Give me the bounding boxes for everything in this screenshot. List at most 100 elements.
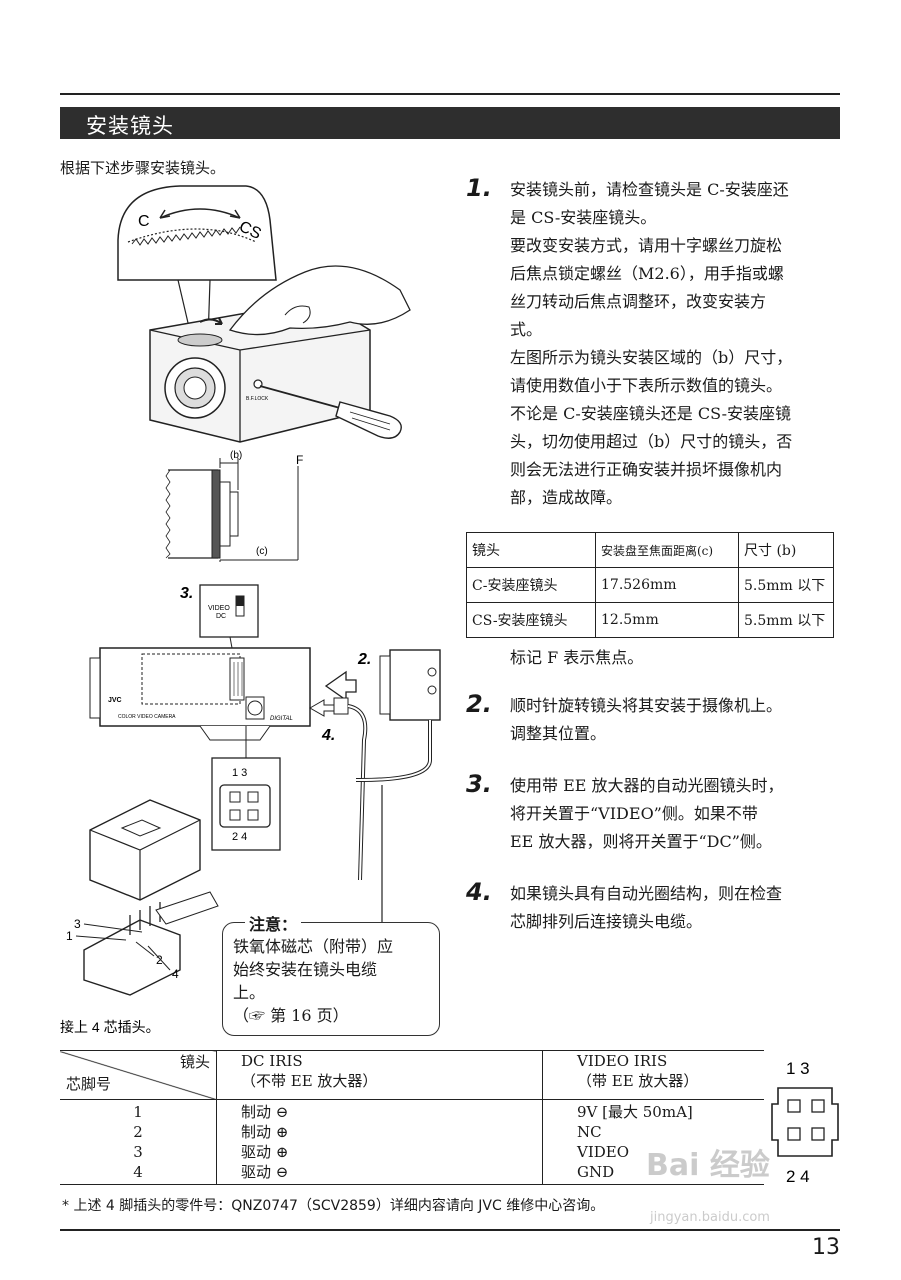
step-3-line: 将开关置于“VIDEO”侧。如果不带 xyxy=(510,804,758,823)
bf-lock-label: B.F.LOCK xyxy=(246,396,269,402)
label-step-3: 3. xyxy=(180,585,193,602)
corner-lens-label: 镜头 xyxy=(179,1053,210,1071)
step-4-number: 4. xyxy=(466,878,492,906)
step-2-text: 顺时针旋转镜头将其安装于摄像机上。 调整其位置。 xyxy=(510,692,850,748)
step-4: 4. xyxy=(466,878,492,906)
top-rule xyxy=(60,93,840,95)
table-row: C-安装座镜头 17.526mm 5.5mm 以下 xyxy=(466,567,834,603)
video-iris-column: 9V [最大 50mA] NC VIDEO GND xyxy=(543,1100,765,1185)
step-1-line: 是 CS-安装座镜头。 xyxy=(510,208,657,227)
caution-line: （☞ 第 16 页） xyxy=(233,1006,349,1025)
step-3-text: 使用带 EE 放大器的自动光圈镜头时， 将开关置于“VIDEO”侧。如果不带 E… xyxy=(510,772,850,856)
video-iris-value: VIDEO xyxy=(577,1143,630,1161)
caution-line: 始终安装在镜头电缆 xyxy=(233,960,378,979)
mount-c-label: C xyxy=(138,213,150,230)
plug-drawing: 1 2 3 4 xyxy=(66,799,219,996)
insert-arrow xyxy=(324,670,357,702)
step-4-line: 芯脚排列后连接镜头电缆。 xyxy=(510,912,703,931)
dim-c-label: (c) xyxy=(256,546,268,557)
mount-ring-callout: C CS xyxy=(117,185,277,281)
video-iris-subtitle: （带 EE 放大器） xyxy=(577,1072,699,1090)
step-4-line: 如果镜头具有自动光圈结构，则在检查 xyxy=(510,884,783,903)
step-1-line: 安装镜头前，请检查镜头是 C-安装座还 xyxy=(510,180,789,199)
step-1-number: 1. xyxy=(466,174,492,202)
step-1-line: 要改变安装方式，请用十字螺丝刀旋松 xyxy=(510,236,783,255)
caution-line: 铁氧体磁芯（附带）应 xyxy=(233,937,394,956)
footnote: * 上述 4 脚插头的零件号：QNZ0747（SCV2859）详细内容请向 JV… xyxy=(62,1198,605,1214)
camera-side-drawing: JVC COLOR VIDEO CAMERA DIGITAL xyxy=(89,647,311,741)
lens-drawing xyxy=(389,649,441,721)
step-2-line: 调整其位置。 xyxy=(510,724,607,743)
camera-front-drawing: B.F.LOCK xyxy=(149,265,411,443)
step-3: 3. xyxy=(466,770,492,798)
caution-note: 注意： 铁氧体磁芯（附带）应 始终安装在镜头电缆 上。 （☞ 第 16 页） xyxy=(222,911,440,1036)
caution-body: 铁氧体磁芯（附带）应 始终安装在镜头电缆 上。 （☞ 第 16 页） xyxy=(233,935,433,1027)
table-cell: CS-安装座镜头 xyxy=(466,602,596,638)
step-4-text: 如果镜头具有自动光圈结构，则在检查 芯脚排列后连接镜头电缆。 xyxy=(510,880,850,936)
step-3-number: 3. xyxy=(466,770,492,798)
pin-number: 1 xyxy=(133,1103,143,1121)
step-1-text: 安装镜头前，请检查镜头是 C-安装座还 是 CS-安装座镜头。 要改变安装方式，… xyxy=(510,176,850,512)
watermark-logo: Bai 经验 xyxy=(646,1148,770,1183)
step-1-line: 则会无法进行正确安装并损坏摄像机内 xyxy=(510,460,783,479)
step-2-line: 顺时针旋转镜头将其安装于摄像机上。 xyxy=(510,696,783,715)
table-header-cell: 镜头 xyxy=(466,532,596,568)
step-1-line: 不论是 C-安装座镜头还是 CS-安装座镜 xyxy=(510,404,792,423)
plug-pin-4: 4 xyxy=(172,967,179,981)
section-title-bar: 安装镜头 xyxy=(60,107,840,139)
iris-switch-callout xyxy=(199,584,259,638)
step-3-line: 使用带 EE 放大器的自动光圈镜头时， xyxy=(510,776,784,795)
table-header-cell: 尺寸 (b) xyxy=(738,532,834,568)
pin-diagram-top: 1 3 xyxy=(786,1059,810,1078)
pin-number: 4 xyxy=(133,1163,143,1181)
dc-iris-value: 驱动 ⊕ xyxy=(241,1143,289,1161)
pin-number-column: 1 2 3 4 xyxy=(60,1099,217,1185)
table-header-cell: 安装盘至焦面距离(c) xyxy=(595,532,739,568)
step-1-line: 左图所示为镜头安装区域的（b）尺寸， xyxy=(510,348,793,367)
step-1-line: 丝刀转动后焦点调整环，改变安装方 xyxy=(510,292,767,311)
pin-diagram-bottom: 2 4 xyxy=(786,1167,810,1186)
camera-text: COLOR VIDEO CAMERA xyxy=(118,714,176,720)
step-1-line: 式。 xyxy=(510,320,543,339)
table-row: CS-安装座镜头 12.5mm 5.5mm 以下 xyxy=(466,602,834,638)
installation-illustration: C CS B.F.LOCK (b) F xyxy=(60,185,441,1035)
pin-assignment-table: 镜头 芯脚号 DC IRIS （不带 EE 放大器） VIDEO IRIS （带… xyxy=(60,1050,764,1185)
pin-number: 3 xyxy=(133,1143,143,1161)
brand-label: JVC xyxy=(108,697,122,704)
step-1: 1. xyxy=(466,174,492,202)
dim-f-label: F xyxy=(296,453,303,467)
switch-video-label: VIDEO xyxy=(208,605,230,612)
intro-text: 根据下述步骤安装镜头。 xyxy=(60,159,226,177)
focus-distance-table: 镜头 安装盘至焦面距离(c) 尺寸 (b) C-安装座镜头 17.526mm 5… xyxy=(466,532,834,638)
video-iris-value: NC xyxy=(577,1123,602,1141)
video-iris-value: GND xyxy=(577,1163,615,1181)
dc-iris-column: 制动 ⊖ 制动 ⊕ 驱动 ⊕ 驱动 ⊖ xyxy=(216,1099,543,1185)
table-cell: 12.5mm xyxy=(595,602,739,638)
step-1-line: 请使用数值小于下表所示数值的镜头。 xyxy=(510,376,783,395)
plug-pin-2: 2 xyxy=(156,953,163,967)
pin-table-corner: 镜头 芯脚号 xyxy=(60,1050,217,1100)
page-number: 13 xyxy=(812,1235,840,1260)
digital-label: DIGITAL xyxy=(270,716,293,722)
section-title: 安装镜头 xyxy=(86,114,174,138)
step-2: 2. xyxy=(466,690,492,718)
flange-dimension-drawing: (b) F (c) xyxy=(165,450,303,562)
bottom-rule xyxy=(60,1229,840,1231)
dim-b-label: (b) xyxy=(230,450,242,461)
dc-iris-value: 制动 ⊕ xyxy=(241,1123,289,1141)
pin-table-body: 1 2 3 4 制动 ⊖ 制动 ⊕ 驱动 ⊕ 驱动 ⊖ 9V [最大 50mA]… xyxy=(60,1099,765,1185)
caution-title: 注意： xyxy=(245,911,302,935)
dc-iris-value: 制动 ⊖ xyxy=(241,1103,289,1121)
step-1-line: 后焦点锁定螺丝（M2.6），用手指或螺 xyxy=(510,264,784,283)
video-iris-title: VIDEO IRIS xyxy=(577,1052,668,1070)
step-1-line: 部，造成故障。 xyxy=(510,488,623,507)
step-1-line: 头，切勿使用超过（b）尺寸的镜头，否 xyxy=(510,432,793,451)
corner-pin-label: 芯脚号 xyxy=(66,1075,112,1093)
dc-iris-header: DC IRIS （不带 EE 放大器） xyxy=(216,1050,543,1100)
dc-iris-value: 驱动 ⊖ xyxy=(241,1163,289,1181)
connector-pins-top: 1 3 xyxy=(232,767,247,779)
video-iris-value: 9V [最大 50mA] xyxy=(577,1103,693,1121)
focus-note: 标记 F 表示焦点。 xyxy=(510,648,644,667)
table-cell: C-安装座镜头 xyxy=(466,567,596,603)
label-step-4: 4. xyxy=(321,727,335,744)
